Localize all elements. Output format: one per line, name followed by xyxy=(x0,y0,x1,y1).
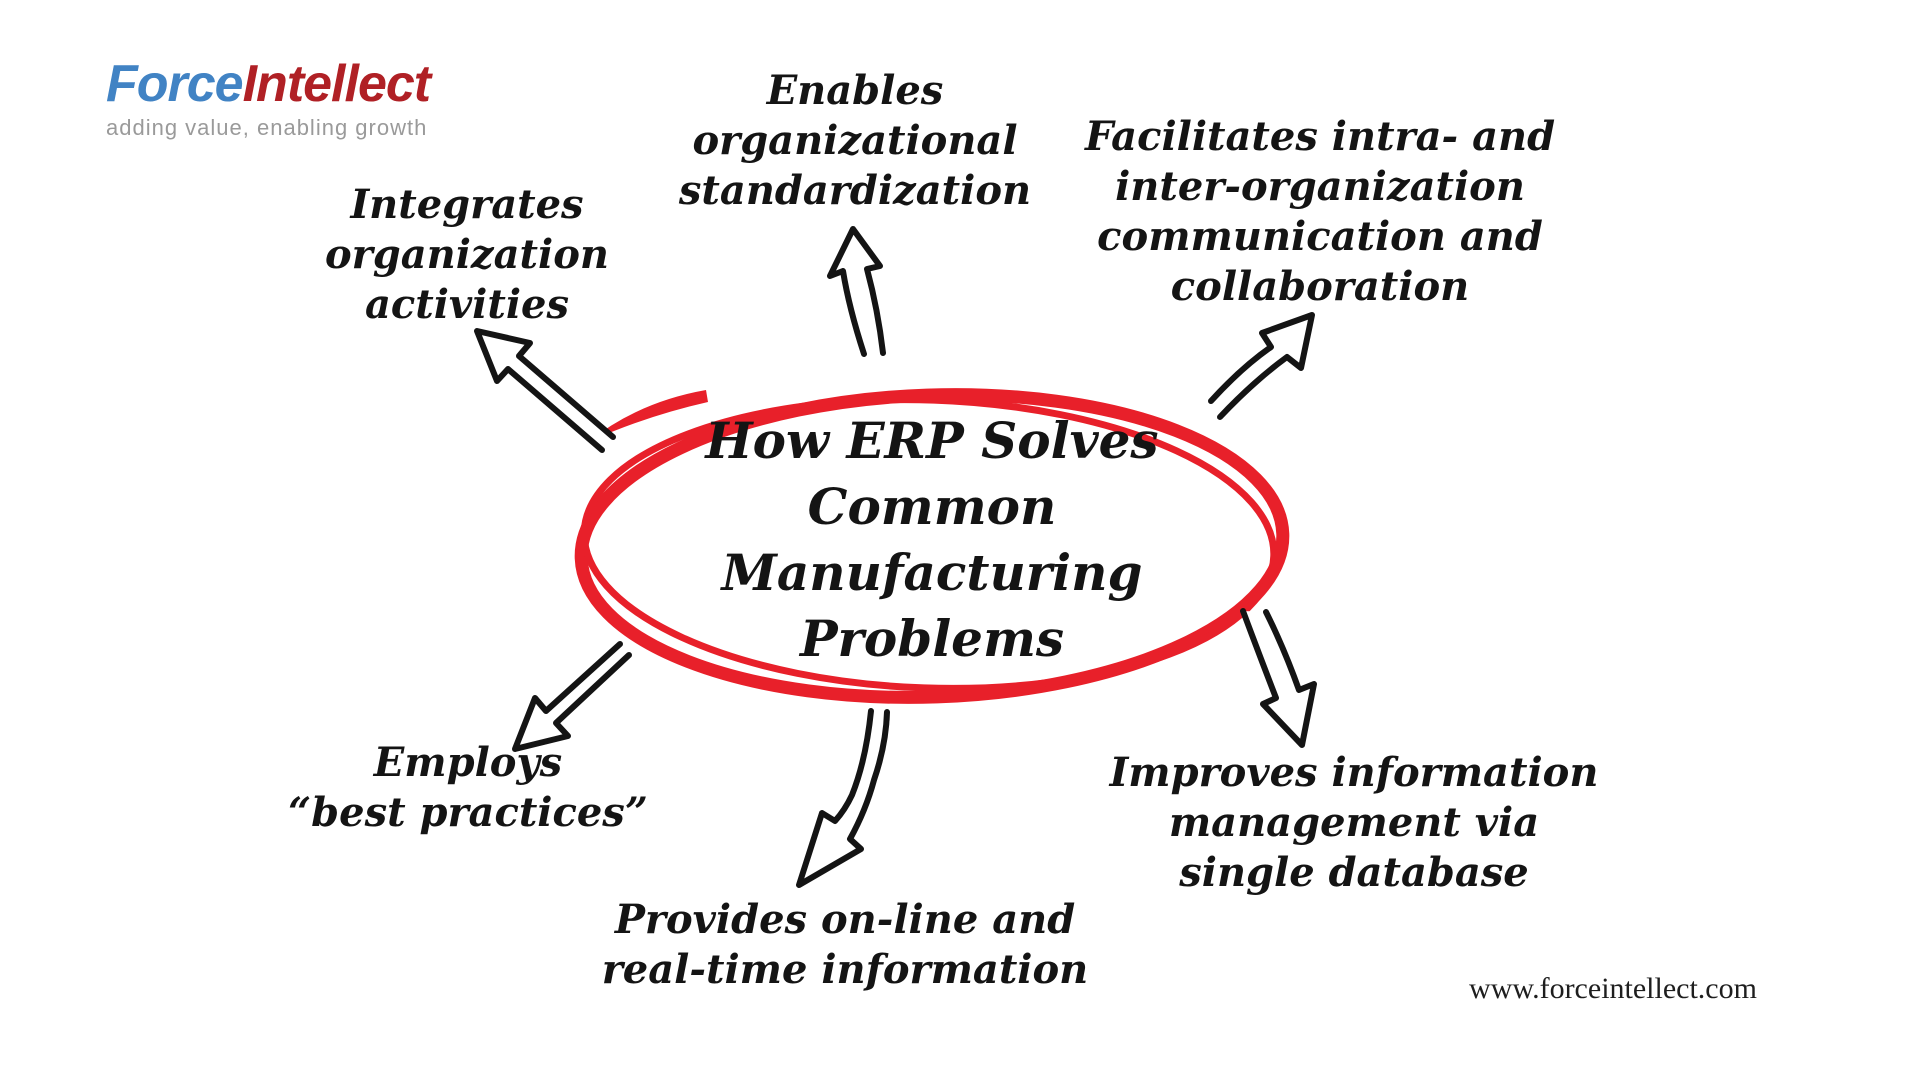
benefit-enables: Enables organizational standardization xyxy=(678,67,1032,214)
logo: ForceIntellect adding value, enabling gr… xyxy=(106,55,431,140)
arrow-improves-icon xyxy=(1240,608,1317,748)
benefit-integrates: Integrates organization activities xyxy=(325,181,609,328)
logo-force-text: Force xyxy=(106,55,244,113)
arrow-integrates-icon xyxy=(474,328,616,453)
logo-tagline: adding value, enabling growth xyxy=(106,115,428,140)
benefit-improves: Improves information management via sing… xyxy=(1109,749,1599,896)
arrow-provides-icon xyxy=(796,708,890,888)
arrow-facilitates-icon xyxy=(1208,312,1315,420)
website-url: www.forceintellect.com xyxy=(1469,972,1757,1005)
logo-intellect-text: Intellect xyxy=(242,55,431,113)
red-ellipse-ring xyxy=(574,388,1290,704)
red-ellipse-brush-tail xyxy=(588,390,708,442)
arrow-enables-icon xyxy=(827,226,886,357)
red-ellipse-ring-inner xyxy=(580,396,1278,692)
benefit-facilitates: Facilitates intra- and inter-organizatio… xyxy=(1084,113,1556,310)
benefit-employs: Employs “best practices” xyxy=(288,739,648,836)
center-title: How ERP Solves Common Manufacturing Prob… xyxy=(705,411,1159,668)
logo-wordmark: ForceIntellect xyxy=(106,55,431,113)
benefit-provides: Provides on-line and real-time informati… xyxy=(601,896,1089,993)
arrow-employs-icon xyxy=(512,641,632,752)
